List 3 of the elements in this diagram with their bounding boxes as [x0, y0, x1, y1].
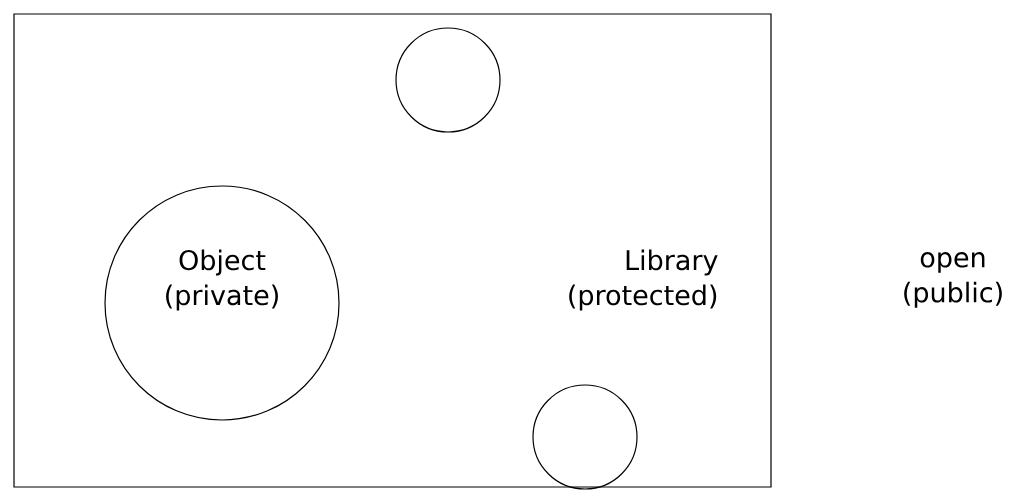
circle [395, 27, 501, 133]
text-label: open (public) [904, 252, 1002, 308]
circle [532, 384, 638, 490]
